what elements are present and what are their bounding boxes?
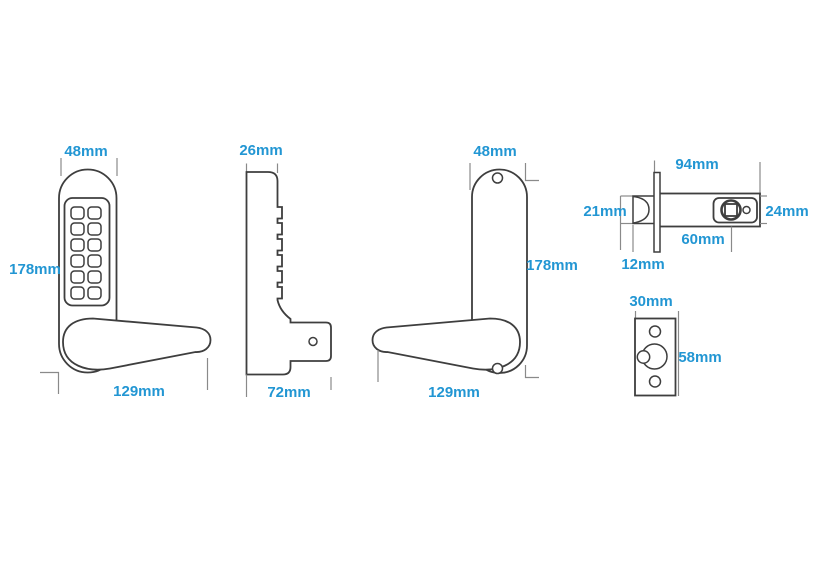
strike-height-label: 58mm (678, 349, 721, 366)
front-lever-label: 129mm (113, 383, 165, 400)
side-total-depth-label: 72mm (267, 384, 310, 401)
latch-length-label: 94mm (675, 156, 718, 173)
dim-corner-bracket (524, 163, 539, 182)
latch-bolt-view: 94mm 21mm 24mm 60mm 12mm (583, 156, 808, 273)
lever-handle-right (62, 317, 212, 371)
side-depth-label: 26mm (239, 142, 282, 159)
lever-handle-left (371, 317, 521, 371)
front-view-keypad: 48mm 178mm 129mm (9, 143, 212, 400)
front-height-label: 178mm (9, 261, 61, 278)
strike-deadlatch-cutout (636, 350, 651, 364)
strike-screw-hole-bottom (648, 375, 662, 388)
screw-hole-top (491, 172, 504, 184)
strike-plate-view: 30mm 58mm (629, 293, 722, 397)
dim-corner-bracket (40, 371, 60, 394)
latch-bolt-bevel (633, 195, 650, 224)
front-width-label: 48mm (64, 143, 107, 160)
side-view: 26mm 72mm (239, 142, 332, 401)
back-width-label: 48mm (473, 143, 516, 160)
latch-bolt-height-label: 21mm (583, 203, 626, 220)
screw-hole-bottom (491, 362, 504, 375)
keypad-buttons (70, 206, 102, 300)
latch-backset-label: 60mm (681, 231, 724, 248)
back-height-label: 178mm (526, 257, 578, 274)
side-profile-body (245, 171, 332, 376)
latch-body-height-label: 24mm (765, 203, 808, 220)
latch-faceplate (653, 171, 661, 253)
back-view-lever: 48mm 178mm 129mm (371, 143, 578, 401)
dim-corner-bracket (524, 365, 539, 379)
back-lever-label: 129mm (428, 384, 480, 401)
spindle-square-hole (724, 203, 738, 217)
latch-projection-label: 12mm (621, 256, 664, 273)
strike-width-label: 30mm (629, 293, 672, 310)
latch-screw-hole (742, 205, 751, 215)
spindle-screw-hole (308, 336, 318, 347)
strike-screw-hole-top (648, 325, 662, 338)
